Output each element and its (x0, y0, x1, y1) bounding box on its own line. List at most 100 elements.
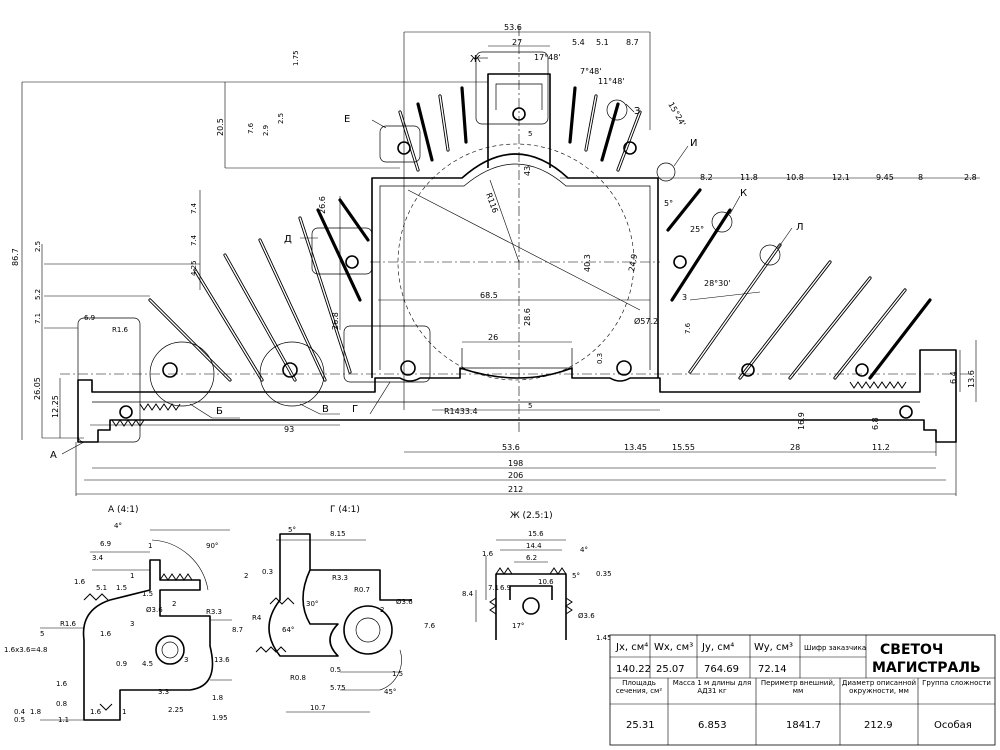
svg-text:1.6: 1.6 (482, 550, 494, 558)
dim-7-1: 7.1 (34, 313, 42, 324)
dim-15-24: 15°24' (666, 101, 687, 129)
svg-text:1: 1 (130, 572, 134, 580)
svg-text:5.75: 5.75 (330, 684, 346, 692)
svg-text:5: 5 (40, 630, 44, 638)
dim-11-48: 11°48' (598, 77, 625, 86)
main-dimension-texts: 53.6 27 17°48' 5.4 5.1 8.7 7°48' 11°48' … (11, 23, 977, 494)
svg-text:R3.3: R3.3 (206, 608, 222, 616)
dim-40-3: 40.3 (583, 254, 592, 272)
dim-53-6-bottom: 53.6 (502, 443, 520, 452)
svg-text:1.8: 1.8 (30, 708, 41, 716)
tb-mass-value: 6.853 (698, 720, 727, 731)
tb-complexity-label: Группа сложности (922, 679, 991, 687)
dim-25deg: 25° (690, 225, 704, 234)
dim-phi57-2: Ø57.2 (634, 316, 658, 326)
detail-zh-title: Ж (2.5:1) (510, 511, 553, 521)
dim-6-9: 6.9 (84, 314, 95, 322)
dim-53-6-top: 53.6 (504, 23, 522, 32)
dim-13-45: 13.45 (624, 443, 647, 452)
dim-15-55: 15.55 (672, 443, 695, 452)
svg-text:0.5: 0.5 (330, 666, 341, 674)
svg-text:5.1: 5.1 (96, 584, 107, 592)
svg-text:0.4: 0.4 (14, 708, 26, 716)
dim-6-4: 6.4 (949, 371, 958, 384)
dim-2-5: 2.5 (277, 113, 285, 124)
dim-10-8: 10.8 (786, 173, 804, 182)
dim-8-7: 8.7 (626, 38, 639, 47)
svg-text:1: 1 (122, 708, 126, 716)
dim-11-8: 11.8 (740, 173, 758, 182)
tb-wy-label: Wy, см³ (754, 642, 793, 653)
svg-text:1: 1 (148, 542, 152, 550)
svg-text:1.5: 1.5 (116, 584, 127, 592)
svg-text:2: 2 (380, 606, 384, 614)
svg-text:3.3: 3.3 (158, 688, 169, 696)
centerlines (60, 26, 970, 432)
label-i: И (690, 138, 697, 149)
svg-text:3.4: 3.4 (92, 554, 104, 562)
tb-wy-value: 72.14 (758, 664, 787, 675)
detail-g-title: Г (4:1) (330, 505, 360, 515)
svg-text:8.7: 8.7 (232, 626, 243, 634)
dim-12-1: 12.1 (832, 173, 850, 182)
svg-text:3: 3 (130, 620, 134, 628)
svg-text:0.8: 0.8 (56, 700, 67, 708)
dim-16-9: 16.9 (797, 412, 806, 430)
svg-text:2.25: 2.25 (168, 706, 184, 714)
dim-24-9: 24.9 (627, 253, 639, 272)
tb-company-line-1: СВЕТОЧ (880, 642, 943, 658)
svg-text:45°: 45° (384, 688, 396, 696)
svg-text:6.9: 6.9 (500, 584, 511, 592)
dim-11-2: 11.2 (872, 443, 890, 452)
svg-text:R0.8: R0.8 (290, 674, 306, 682)
dim-7-6: 7.6 (247, 122, 255, 134)
tb-diameter-value: 212.9 (864, 720, 893, 731)
section-labels: А Б В Г Д Е Ж З И К Л (50, 54, 804, 461)
svg-text:4°: 4° (114, 522, 122, 530)
dim-2-8: 2.8 (964, 173, 977, 182)
label-b: Б (216, 406, 223, 417)
svg-text:1.95: 1.95 (212, 714, 228, 722)
dim-7-48: 7°48' (580, 67, 601, 76)
dim-212: 212 (508, 485, 523, 494)
svg-text:1.6: 1.6 (100, 630, 112, 638)
svg-text:13.6: 13.6 (214, 656, 230, 664)
detail-zh-dims: 15.6 14.4 6.2 4° 5° 1.6 7.1 6.9 8.4 10.6… (462, 530, 612, 642)
tb-wx-label: Wx, см³ (654, 642, 693, 653)
label-a: А (50, 450, 57, 461)
svg-text:2: 2 (172, 600, 176, 608)
dim-20-5: 20.5 (216, 118, 225, 136)
label-d: Д (284, 234, 292, 245)
tb-jy-label: Jy, см⁴ (701, 642, 734, 653)
svg-text:1.45: 1.45 (596, 634, 612, 642)
tb-mass-label: Масса 1 м длины для АД31 кг (672, 679, 752, 695)
tb-area-label: Площадь сечения, см² (615, 679, 663, 695)
dim-0-3: 0.3 (596, 353, 604, 364)
svg-text:1.6: 1.6 (74, 578, 86, 586)
svg-text:1.6: 1.6 (90, 708, 102, 716)
dim-28: 28 (790, 443, 800, 452)
label-l: Л (796, 222, 804, 233)
svg-text:5°: 5° (288, 526, 296, 534)
svg-text:1.6: 1.6 (56, 680, 68, 688)
dim-86-7: 86.7 (11, 248, 20, 266)
left-fins (148, 198, 370, 382)
dim-13-6: 13.6 (967, 370, 976, 388)
dim-26-8: 26.8 (331, 312, 340, 330)
dim-28-30: 28°30' (704, 279, 731, 288)
dim-93: 93 (284, 425, 294, 434)
dim-27: 27 (512, 38, 522, 47)
svg-text:Ø3.6: Ø3.6 (396, 598, 413, 606)
svg-text:6.9: 6.9 (100, 540, 111, 548)
label-g: Г (352, 404, 358, 415)
top-fins (398, 86, 642, 172)
detail-g: Г (4:1) 5° 8.15 2 0.3 R3.3 R0.7 Ø3.6 2 7… (244, 505, 436, 713)
dim-r116: R116 (484, 192, 500, 215)
dim-5-top: 5 (528, 130, 532, 138)
dim-7-6-b: 7.6 (684, 322, 692, 334)
label-k: К (740, 188, 747, 199)
svg-text:Ø3.6: Ø3.6 (578, 612, 595, 620)
tb-perimeter-label: Периметр внешний, мм (760, 679, 836, 695)
svg-text:R1.6: R1.6 (60, 620, 77, 628)
svg-text:1.1: 1.1 (58, 716, 69, 724)
